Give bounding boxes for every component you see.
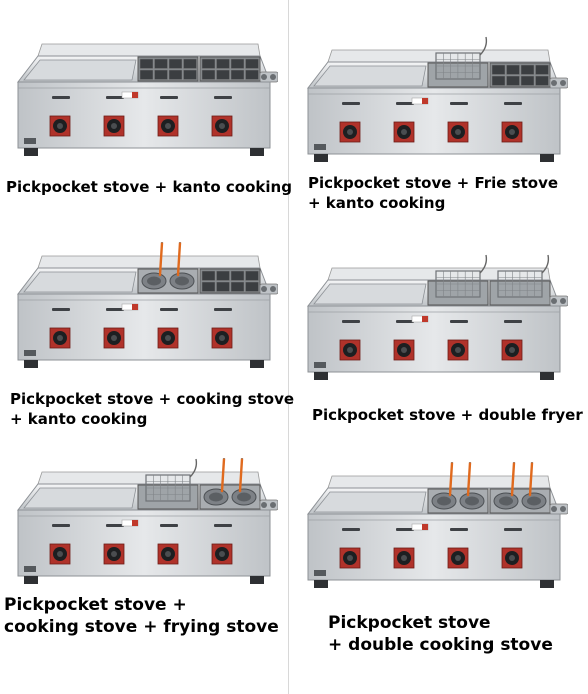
cooking-pots: [137, 242, 199, 294]
product-image-griddle-cooker-kanto: [8, 242, 278, 372]
product-caption: Pickpocket stove + kanto cooking: [6, 178, 292, 196]
kanto-compartments: [489, 62, 551, 88]
product-cell-6: Pickpocket stove + double cooking stove: [290, 450, 588, 694]
cooking-pots: [199, 458, 261, 510]
product-caption: Pickpocket stove + Frie stove + kanto co…: [308, 174, 559, 212]
fryer-basket: [489, 254, 551, 306]
fryer-basket: [427, 36, 489, 88]
product-caption: Pickpocket stove + cooking stove + kanto…: [10, 390, 295, 428]
appliance-drawing: [16, 242, 278, 368]
appliance-drawing: [306, 462, 568, 588]
product-image-griddle-double-cooker: [298, 462, 568, 592]
product-image-griddle-cooker-fryer: [8, 458, 278, 588]
product-cell-5: Pickpocket stove + cooking stove + fryin…: [0, 450, 288, 694]
kanto-compartments: [137, 56, 199, 82]
cooking-pots: [489, 462, 551, 514]
product-caption: Pickpocket stove + double fryer: [312, 406, 583, 424]
fryer-basket: [137, 458, 199, 510]
product-image-griddle-kanto: [8, 30, 278, 160]
product-caption: Pickpocket stove + double cooking stove: [328, 613, 553, 656]
appliance-drawing: [306, 254, 568, 380]
column-divider: [288, 0, 289, 694]
fryer-basket: [427, 254, 489, 306]
kanto-compartments: [199, 268, 261, 294]
appliance-drawing: [16, 43, 278, 156]
cooking-pots: [427, 462, 489, 514]
product-cell-4: Pickpocket stove + double fryer: [290, 230, 588, 450]
product-cell-3: Pickpocket stove + cooking stove + kanto…: [0, 230, 294, 450]
product-cell-2: Pickpocket stove + Frie stove + kanto co…: [290, 0, 588, 230]
product-image-griddle-double-fryer: [298, 254, 568, 384]
appliance-drawing: [306, 36, 568, 162]
product-cell-1: Pickpocket stove + kanto cooking: [0, 0, 292, 230]
kanto-compartments: [199, 56, 261, 82]
product-image-griddle-fryer-kanto: [298, 36, 568, 166]
product-caption: Pickpocket stove + cooking stove + fryin…: [4, 595, 279, 638]
appliance-drawing: [16, 458, 278, 584]
